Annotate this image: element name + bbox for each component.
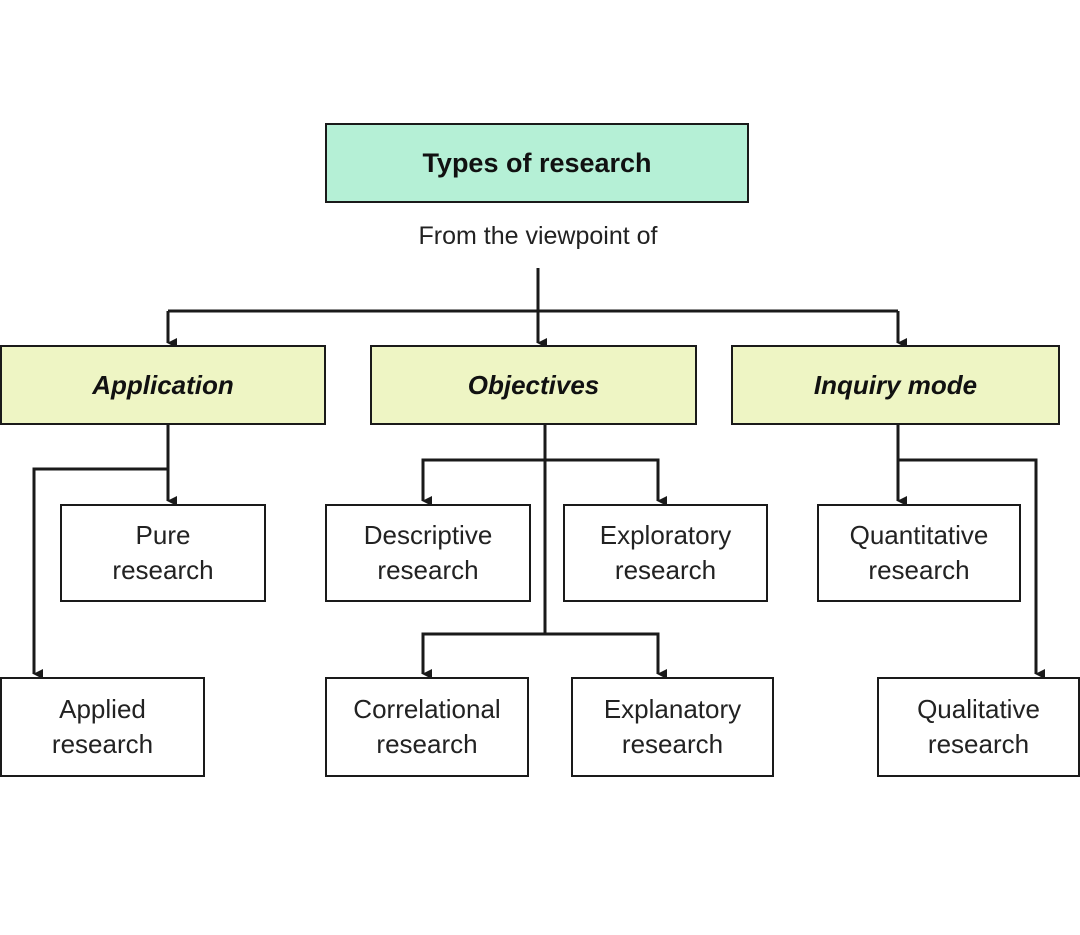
- leaf-line: Correlational: [353, 694, 501, 724]
- connector-to-applied: [32, 467, 168, 679]
- category-application: Application: [0, 345, 326, 425]
- leaf-line: Explanatory: [603, 694, 742, 724]
- leaf-line: Quantitative: [849, 520, 989, 550]
- leaf-line: Descriptive: [363, 520, 493, 550]
- leaf-quantitative-research: Quantitative research: [817, 504, 1021, 602]
- connector-to-explanatory: [545, 632, 667, 679]
- leaf-explanatory-research: Explanatory research: [571, 677, 774, 777]
- leaf-descriptive-research: Descriptive research: [325, 504, 531, 602]
- leaf-correlational-research: Correlational research: [325, 677, 529, 777]
- connector-to-qualitative: [898, 458, 1045, 679]
- leaf-line: research: [868, 555, 970, 585]
- connector-to-exploratory: [545, 458, 667, 506]
- category-label: Inquiry mode: [813, 369, 978, 400]
- leaf-line: Exploratory: [599, 520, 732, 550]
- category-objectives: Objectives: [370, 345, 697, 425]
- root-node: Types of research: [325, 123, 749, 203]
- category-inquiry-mode: Inquiry mode: [731, 345, 1060, 425]
- leaf-line: research: [614, 555, 717, 585]
- leaf-applied-research: Applied research: [0, 677, 205, 777]
- leaf-pure-research: Pure research: [60, 504, 266, 602]
- category-label: Application: [92, 369, 234, 400]
- viewpoint-caption: From the viewpoint of: [418, 222, 658, 250]
- leaf-line: research: [621, 729, 724, 759]
- leaf-line: research: [377, 555, 479, 585]
- leaf-line: Applied: [59, 694, 146, 724]
- root-label: Types of research: [422, 147, 652, 178]
- leaf-line: research: [112, 555, 214, 585]
- leaf-line: research: [927, 729, 1030, 759]
- leaf-line: research: [376, 729, 478, 759]
- leaf-line: Pure: [135, 520, 191, 550]
- connector-to-descriptive: [421, 458, 545, 506]
- connector-to-correlational: [421, 632, 545, 679]
- leaf-qualitative-research: Qualitative research: [877, 677, 1080, 777]
- category-label: Objectives: [467, 369, 600, 400]
- leaf-line: research: [51, 729, 154, 759]
- leaf-line: Qualitative: [917, 694, 1040, 724]
- leaf-exploratory-research: Exploratory research: [563, 504, 768, 602]
